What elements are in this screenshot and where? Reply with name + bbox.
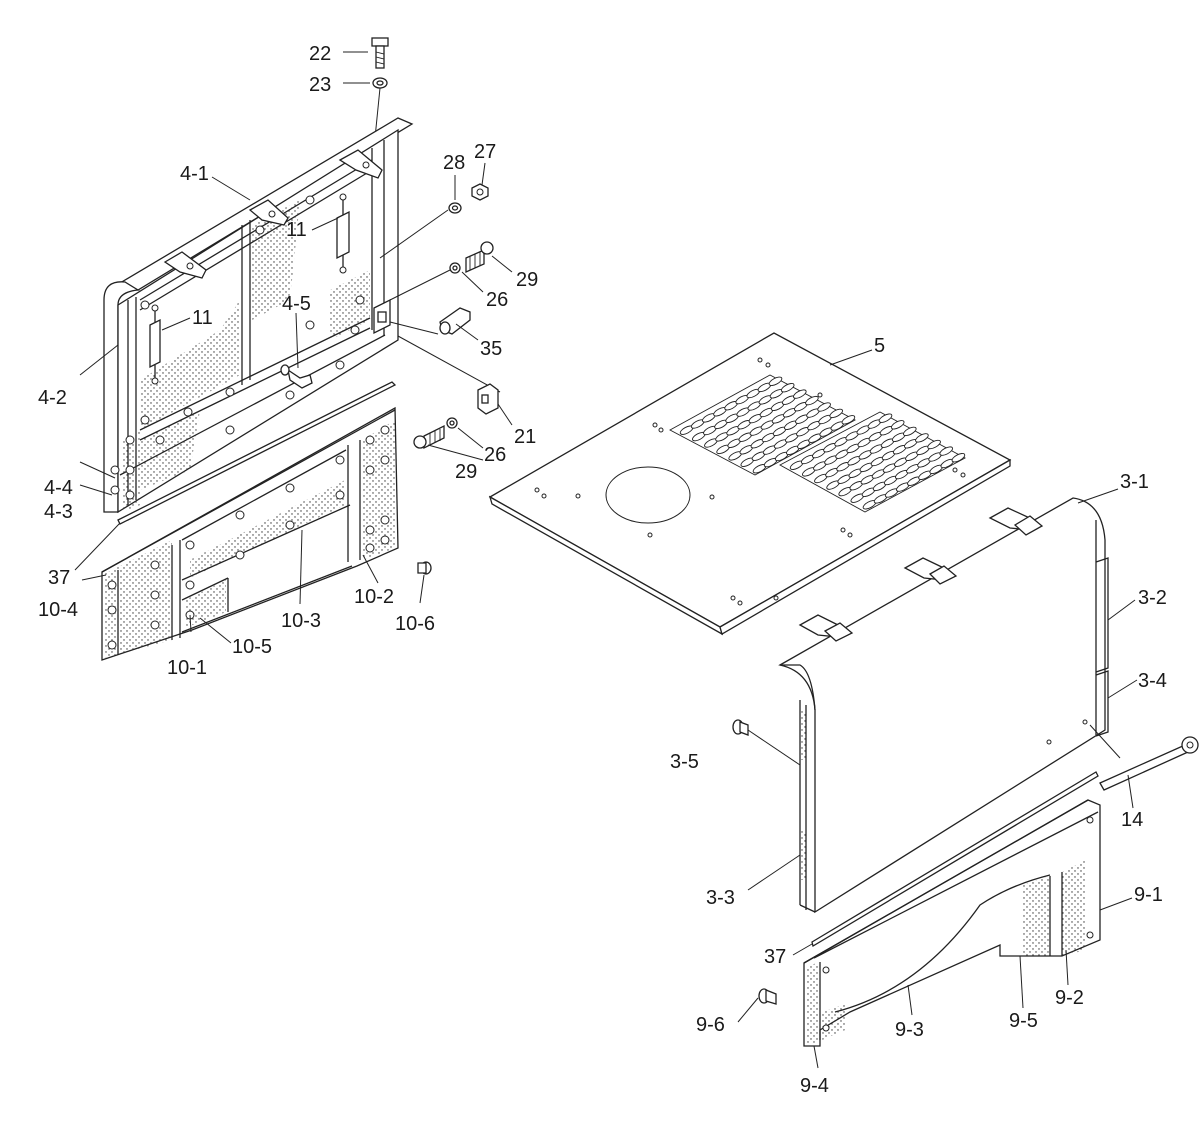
label-21: 21	[514, 426, 536, 448]
label-22: 22	[309, 43, 331, 65]
rod-14	[1099, 736, 1199, 791]
label-37-upper: 37	[48, 567, 70, 589]
label-9-3: 9-3	[895, 1019, 924, 1041]
leader-lines	[74, 51, 1138, 1069]
vent-slot	[890, 420, 905, 430]
label-9-2: 9-2	[1055, 987, 1084, 1009]
top-cover-plate-5	[488, 332, 1012, 636]
label-29-lower: 29	[455, 461, 477, 483]
bolt-22	[371, 37, 389, 69]
label-11-left: 11	[192, 307, 213, 329]
label-4-5: 4-5	[282, 293, 311, 315]
label-37-lower: 37	[764, 946, 786, 968]
label-29-upper: 29	[516, 269, 538, 291]
label-14: 14	[1121, 809, 1143, 831]
label-3-4: 3-4	[1138, 670, 1167, 692]
label-4-4: 4-4	[44, 477, 73, 499]
label-10-2: 10-2	[354, 586, 394, 608]
panel-assembly-9	[803, 799, 1101, 1047]
assembly-line-21	[397, 335, 501, 393]
pin-4-5	[280, 364, 313, 389]
seal-strip-37-upper	[117, 381, 397, 525]
label-27: 27	[474, 141, 496, 163]
label-10-4: 10-4	[38, 599, 78, 621]
vent-slot	[927, 439, 941, 450]
seal-strip-37-lower	[811, 771, 1099, 948]
label-3-5: 3-5	[670, 751, 699, 773]
vent-grille-right	[779, 411, 966, 513]
washer-26-lower	[446, 417, 458, 429]
washer-26-upper	[449, 262, 461, 274]
bolt-29-lower	[413, 424, 445, 450]
callout-labels: 22 23 28 27 4-1 11 29 26 11 35 4-5 4-2 5…	[38, 43, 1167, 1097]
right-cover-assembly-3	[778, 497, 1109, 914]
label-9-5: 9-5	[1009, 1010, 1038, 1032]
label-4-2: 4-2	[38, 387, 67, 409]
label-4-3: 4-3	[44, 501, 73, 523]
assembly-line-35	[389, 321, 439, 335]
label-10-1: 10-1	[167, 657, 207, 679]
label-4-1: 4-1	[180, 163, 209, 185]
label-9-6: 9-6	[696, 1014, 725, 1036]
label-26-upper: 26	[486, 289, 508, 311]
assembly-line-3-5	[747, 729, 801, 766]
label-3-1: 3-1	[1120, 471, 1149, 493]
pin-9-6	[758, 988, 777, 1005]
nut-27	[471, 183, 489, 201]
label-10-3: 10-3	[281, 610, 321, 632]
vent-slot	[878, 413, 893, 423]
gas-spring-11-left	[149, 304, 161, 385]
label-9-4: 9-4	[800, 1075, 829, 1097]
label-9-1: 9-1	[1134, 884, 1163, 906]
label-28: 28	[443, 152, 465, 174]
vent-slot	[951, 453, 966, 463]
vent-slot	[903, 426, 917, 437]
label-26-lower: 26	[484, 444, 506, 466]
panel-assembly-4	[103, 117, 414, 514]
label-10-6: 10-6	[395, 613, 435, 635]
label-5: 5	[874, 335, 885, 357]
label-3-2: 3-2	[1138, 587, 1167, 609]
panel-assembly-10	[101, 406, 399, 661]
assembly-line-26	[389, 269, 451, 301]
bolt-35	[439, 307, 471, 335]
label-35: 35	[480, 338, 502, 360]
pin-10-6	[417, 561, 432, 575]
pin-3-5	[732, 719, 749, 736]
label-3-3: 3-3	[706, 887, 735, 909]
bracket-21	[477, 383, 499, 415]
vent-slot	[915, 433, 929, 443]
washer-23	[372, 77, 388, 89]
vent-grille-left	[669, 374, 856, 476]
vent-slot	[841, 415, 856, 425]
assembly-line-14	[1089, 724, 1121, 759]
vent-slot	[829, 408, 843, 419]
label-11-right: 11	[286, 219, 307, 241]
vent-slot	[939, 446, 953, 456]
label-10-5: 10-5	[232, 636, 272, 658]
vent-slot	[805, 395, 819, 406]
vent-slot	[817, 402, 831, 412]
bolt-29-upper	[465, 241, 494, 274]
washer-28	[448, 202, 462, 214]
vent-slot	[768, 376, 783, 386]
vent-slot	[780, 383, 795, 393]
label-23: 23	[309, 74, 331, 96]
vent-slot	[793, 389, 807, 399]
gas-spring-11-right	[336, 193, 350, 274]
assembly-line-28	[379, 209, 449, 259]
